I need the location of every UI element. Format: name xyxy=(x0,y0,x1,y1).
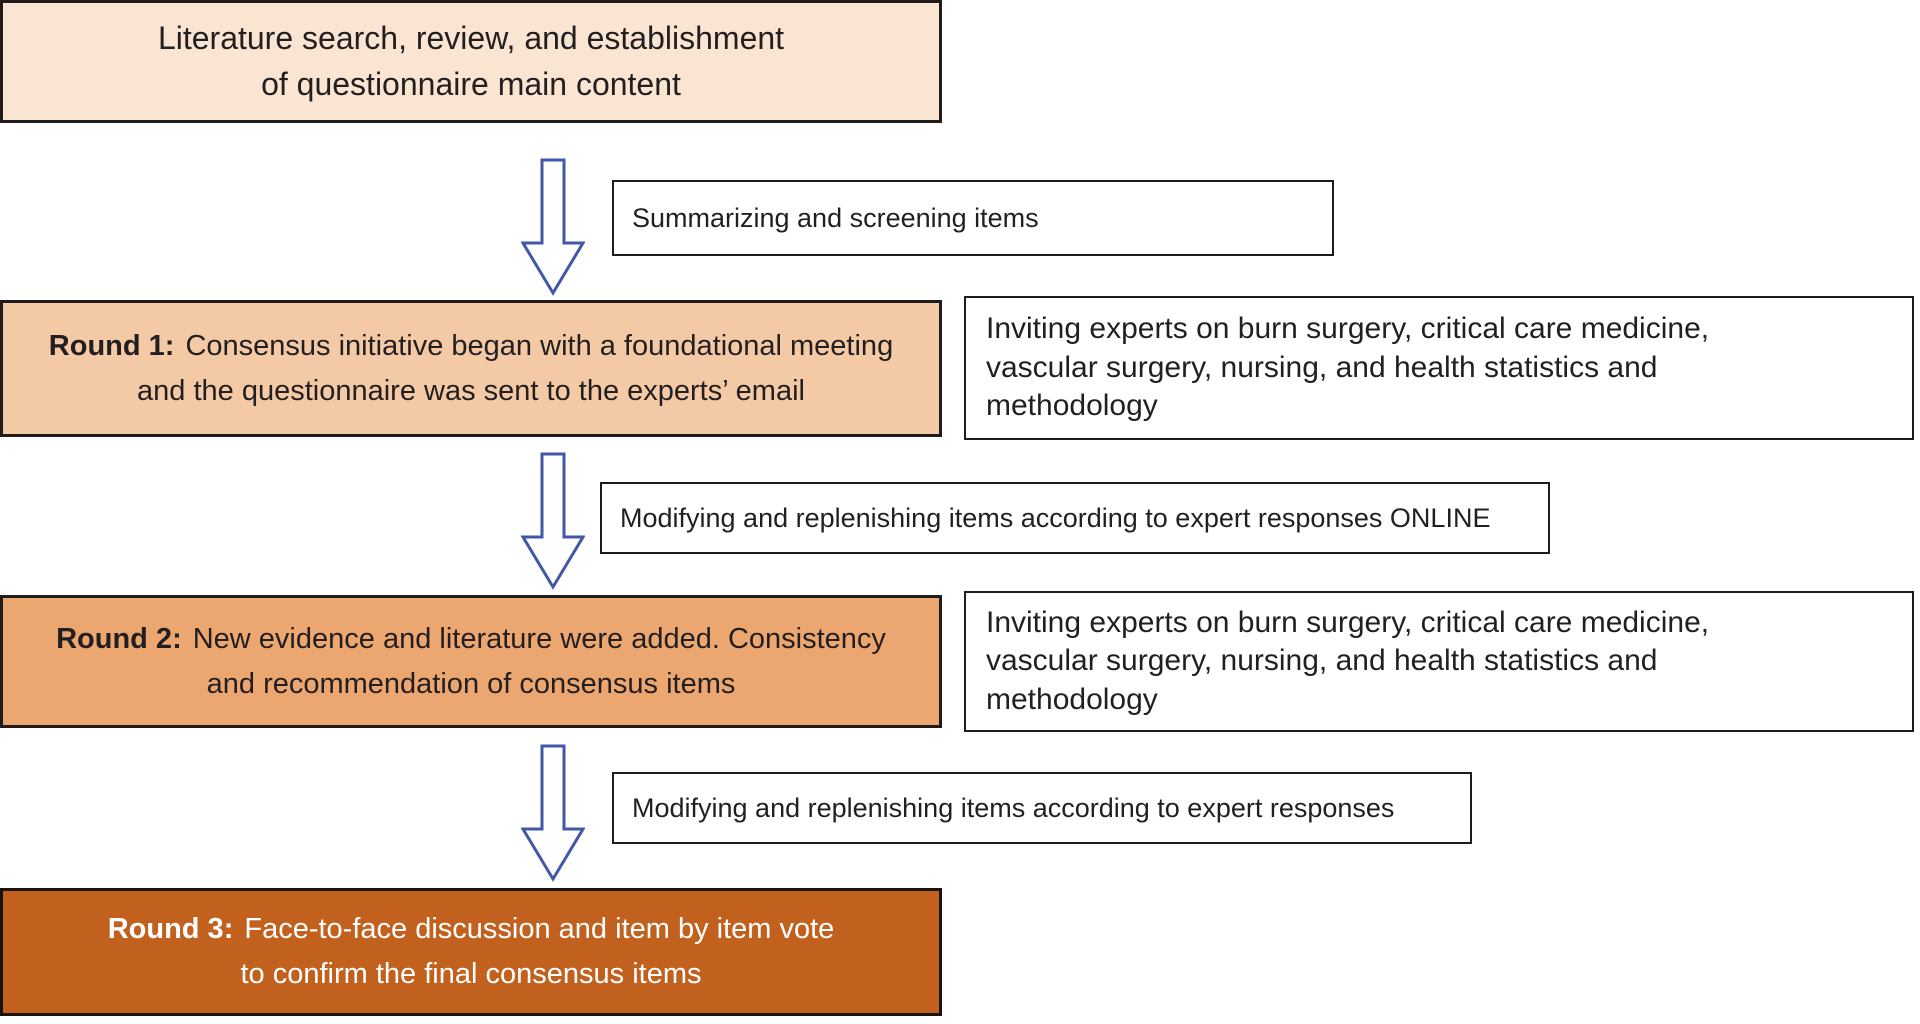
down-arrow-icon xyxy=(521,158,585,296)
round-2-experts-line2: vascular surgery, nursing, and health st… xyxy=(986,644,1658,678)
round-3-line1: Round 3: Face-to-face discussion and item… xyxy=(3,907,939,952)
round-3-label: Round 3: xyxy=(107,913,234,946)
down-arrow-icon xyxy=(521,744,585,882)
round-1-experts-note-box: Inviting experts on burn surgery, critic… xyxy=(964,296,1914,440)
connector-note-modifying-online-text: Modifying and replenishing items accordi… xyxy=(620,502,1491,533)
round-1-experts-line1: Inviting experts on burn surgery, critic… xyxy=(986,312,1710,346)
round-2-text1: New evidence and literature were added. … xyxy=(192,622,886,655)
round-3-text2: to confirm the final consensus items xyxy=(240,958,702,990)
connector-note-summarizing-text: Summarizing and screening items xyxy=(632,202,1039,233)
round-1-line1: Round 1: Consensus initiative began with … xyxy=(3,324,939,369)
connector-note-summarizing: Summarizing and screening items xyxy=(612,180,1334,256)
literature-search-box: Literature search, review, and establish… xyxy=(0,0,942,123)
round-2-line1: Round 2: New evidence and literature were… xyxy=(3,617,939,662)
connector-note-modifying-text: Modifying and replenishing items accordi… xyxy=(632,792,1395,823)
literature-search-line2: of questionnaire main content xyxy=(261,65,681,102)
round-2-experts-note-box: Inviting experts on burn surgery, critic… xyxy=(964,591,1914,732)
round-1-experts-line3: methodology xyxy=(986,389,1158,423)
round-1-text1: Consensus initiative began with a founda… xyxy=(185,329,894,362)
connector-note-modifying: Modifying and replenishing items accordi… xyxy=(612,772,1472,844)
round-2-box: Round 2: New evidence and literature were… xyxy=(0,595,942,728)
round-2-experts-line3: methodology xyxy=(986,682,1158,716)
round-3-box: Round 3: Face-to-face discussion and item… xyxy=(0,888,942,1016)
down-arrow-icon xyxy=(521,452,585,590)
round-1-box: Round 1: Consensus initiative began with … xyxy=(0,300,942,437)
round-2-label: Round 2: xyxy=(56,622,182,655)
connector-note-modifying-online: Modifying and replenishing items accordi… xyxy=(600,482,1550,554)
round-1-experts-line2: vascular surgery, nursing, and health st… xyxy=(986,350,1658,384)
round-2-experts-line1: Inviting experts on burn surgery, critic… xyxy=(986,605,1710,639)
round-3-text1: Face-to-face discussion and item by item… xyxy=(244,913,835,946)
literature-search-line1: Literature search, review, and establish… xyxy=(157,20,785,57)
round-2-text2: and recommendation of consensus items xyxy=(206,667,736,700)
round-1-label: Round 1: xyxy=(48,329,175,362)
round-1-text2: and the questionnaire was sent to the ex… xyxy=(137,374,805,407)
